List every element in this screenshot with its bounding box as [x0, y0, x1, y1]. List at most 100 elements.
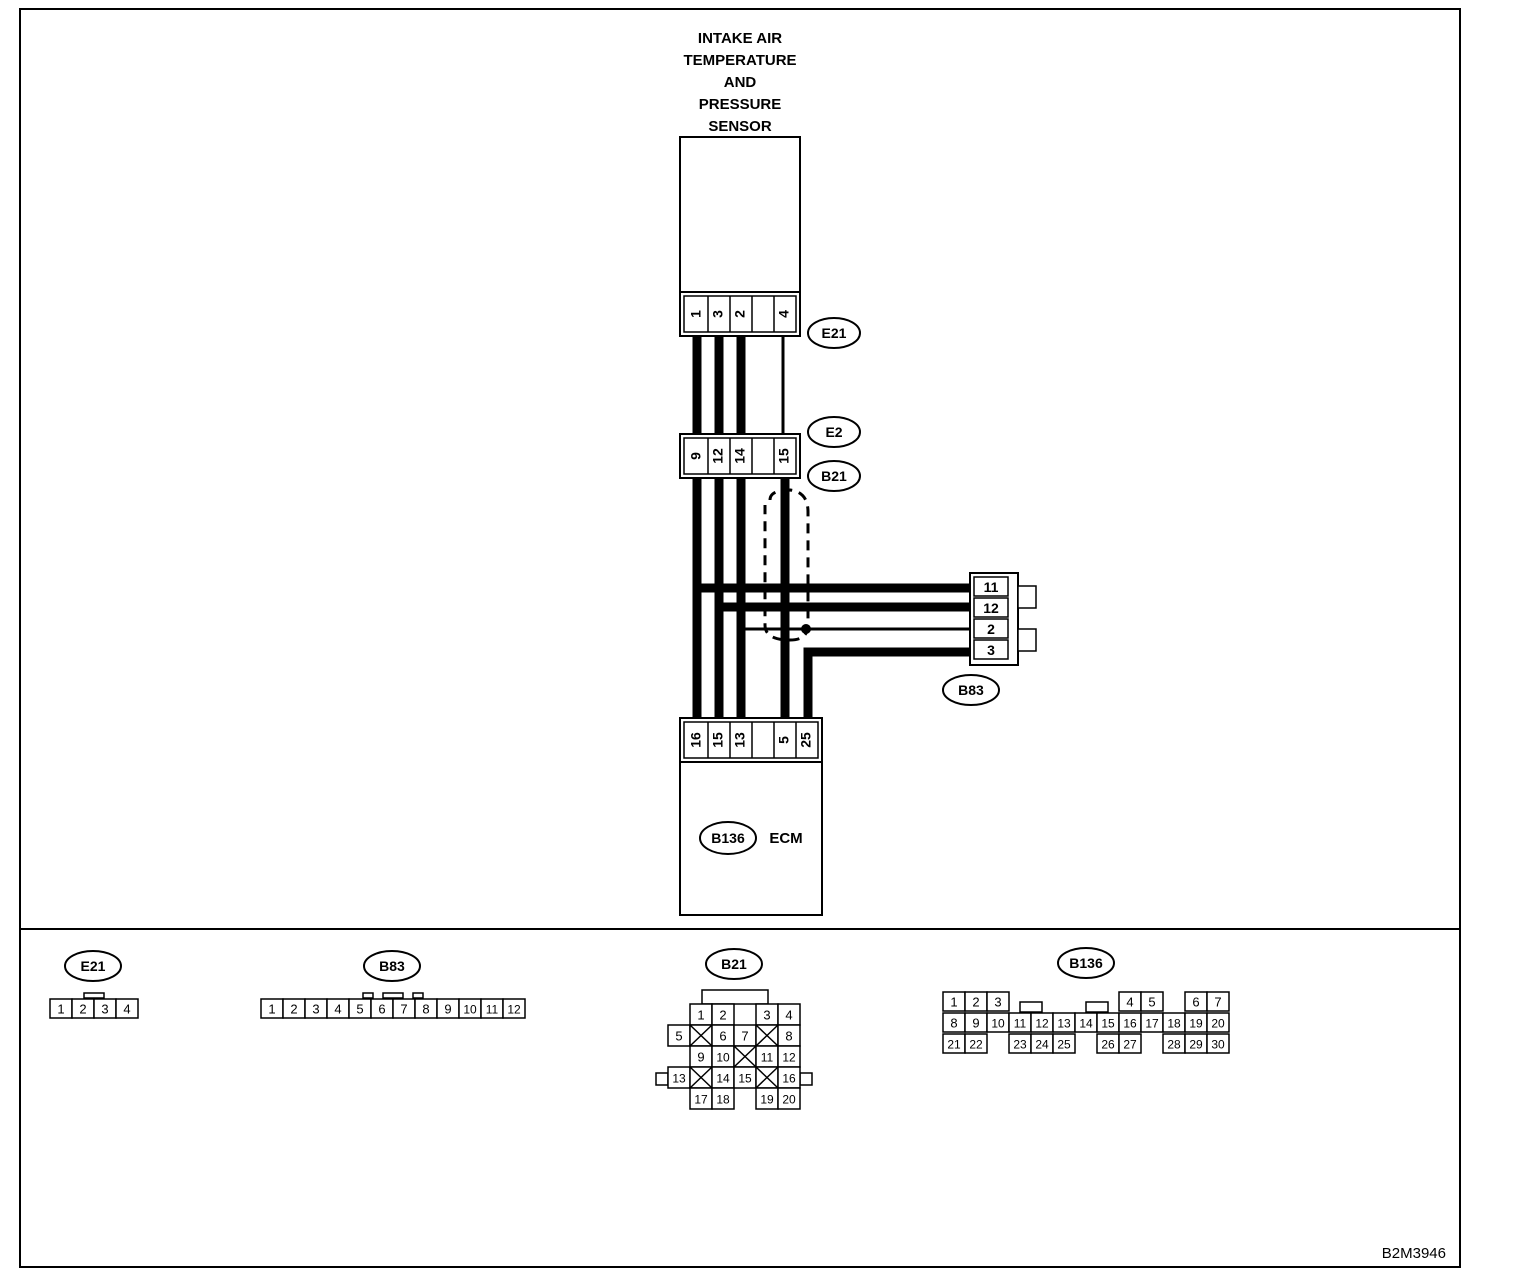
- ecm-pin: 5: [776, 736, 792, 744]
- ecm-pin: 13: [732, 732, 748, 748]
- pin-number: 24: [1035, 1038, 1049, 1052]
- pin-number: 21: [947, 1038, 961, 1052]
- pin-number: 28: [1167, 1038, 1181, 1052]
- b83-pin: 2: [987, 621, 995, 637]
- pin-cell: [1052, 1033, 1076, 1054]
- pin-number: 12: [507, 1003, 521, 1017]
- ecm-pin: 16: [688, 732, 704, 748]
- badge-b83-label: B83: [958, 682, 984, 698]
- pin-number: 19: [1189, 1017, 1203, 1031]
- pin-number: 9: [444, 1002, 451, 1017]
- sensor-title-line-5: SENSOR: [708, 118, 772, 135]
- pin-number: 14: [1079, 1017, 1093, 1031]
- b83-connector: 11 12 2 3: [969, 572, 1037, 666]
- pin-number: 3: [994, 995, 1001, 1010]
- badge-e21-label: E21: [822, 325, 847, 341]
- sensor-pin: 3: [710, 310, 726, 318]
- joint-connector: 9 12 14 15: [679, 433, 801, 479]
- pin-number: 4: [785, 1008, 792, 1023]
- joint-pin: 12: [710, 448, 726, 464]
- pin-number: 1: [950, 995, 957, 1010]
- badge-b136: [699, 821, 757, 855]
- joint-pin: 14: [732, 448, 748, 464]
- pin-number: 22: [969, 1038, 983, 1052]
- pin-number: 23: [1013, 1038, 1027, 1052]
- pin-number: 11: [486, 1003, 499, 1017]
- sensor-body: [679, 136, 801, 293]
- unused-pin-mark: [733, 1045, 757, 1068]
- pin-number: 25: [1057, 1038, 1071, 1052]
- pin-number: 10: [463, 1003, 477, 1017]
- pin-number: 14: [716, 1072, 730, 1086]
- pin-number: 12: [782, 1051, 796, 1065]
- badge-e2: E2: [807, 416, 861, 448]
- pin-number: 10: [716, 1051, 730, 1065]
- pin-cell: [115, 998, 139, 1019]
- pin-number: 4: [334, 1002, 341, 1017]
- pin-number: 30: [1211, 1038, 1225, 1052]
- pin-number: 18: [716, 1093, 730, 1107]
- intake-air-temperature-and-pressure-sensor: INTAKE AIR TEMPERATURE AND PRESSURE SENS…: [679, 30, 801, 337]
- b83-pin: 3: [987, 642, 995, 658]
- pin-number: 26: [1101, 1038, 1115, 1052]
- pin-cell: [1140, 991, 1164, 1012]
- b83-pin: 12: [983, 600, 999, 616]
- pin-number: 10: [991, 1017, 1005, 1031]
- pin-number: 6: [1192, 995, 1199, 1010]
- pin-cell: [964, 1033, 988, 1054]
- pin-number: 2: [290, 1002, 297, 1017]
- pin-number: 13: [1057, 1017, 1071, 1031]
- badge-b21: B21: [807, 460, 861, 492]
- joint-pin: 9: [688, 452, 704, 460]
- pin-number: 9: [972, 1016, 979, 1031]
- pin-number: 7: [1214, 995, 1221, 1010]
- diagram-frame: [19, 8, 1461, 1268]
- badge-e2-label: E2: [825, 424, 842, 440]
- sensor-title-line-3: AND: [724, 74, 757, 91]
- pin-number: 8: [950, 1016, 957, 1031]
- view-b136-title: B136: [1069, 955, 1103, 971]
- pin-cell: [711, 1087, 735, 1110]
- wires-upper: [692, 336, 785, 434]
- pin-number: 11: [1014, 1017, 1027, 1031]
- ecm: 16 15 13 5 25 B136 ECM: [679, 717, 823, 916]
- pin-cell: [502, 998, 526, 1019]
- pin-number: 2: [79, 1002, 86, 1017]
- pin-number: 9: [697, 1050, 704, 1065]
- pin-number: 20: [782, 1093, 796, 1107]
- sensor-pin: 4: [776, 310, 792, 318]
- pin-number: 3: [101, 1002, 108, 1017]
- pin-number: 13: [672, 1072, 686, 1086]
- pin-number: 5: [356, 1002, 363, 1017]
- pin-number: 4: [1126, 995, 1133, 1010]
- ecm-label: ECM: [769, 830, 802, 847]
- sensor-pin: 2: [732, 310, 748, 318]
- badge-b21-label: B21: [821, 468, 847, 484]
- wires-lower: [692, 478, 790, 718]
- pin-cell: [777, 1087, 801, 1110]
- pin-number: 18: [1167, 1017, 1181, 1031]
- badge-b136-label: B136: [711, 830, 745, 846]
- pin-number: 6: [378, 1002, 385, 1017]
- pin-number: 17: [1145, 1017, 1159, 1031]
- unused-pin-mark: [689, 1024, 713, 1047]
- joint-pin: 15: [776, 448, 792, 464]
- ecm-pin: 25: [798, 732, 814, 748]
- pin-number: 20: [1211, 1017, 1225, 1031]
- pin-number: 1: [268, 1002, 275, 1017]
- pin-number: 8: [785, 1029, 792, 1044]
- pin-cell: [1206, 991, 1230, 1012]
- pin-number: 15: [1101, 1017, 1115, 1031]
- pin-number: 17: [694, 1093, 708, 1107]
- pin-number: 4: [123, 1002, 130, 1017]
- pin-number: 11: [761, 1051, 774, 1065]
- pin-number: 8: [422, 1002, 429, 1017]
- pin-cell: [1206, 1012, 1230, 1033]
- pin-cell: [1206, 1033, 1230, 1054]
- pin-cell: [1118, 1033, 1142, 1054]
- pin-number: 6: [719, 1029, 726, 1044]
